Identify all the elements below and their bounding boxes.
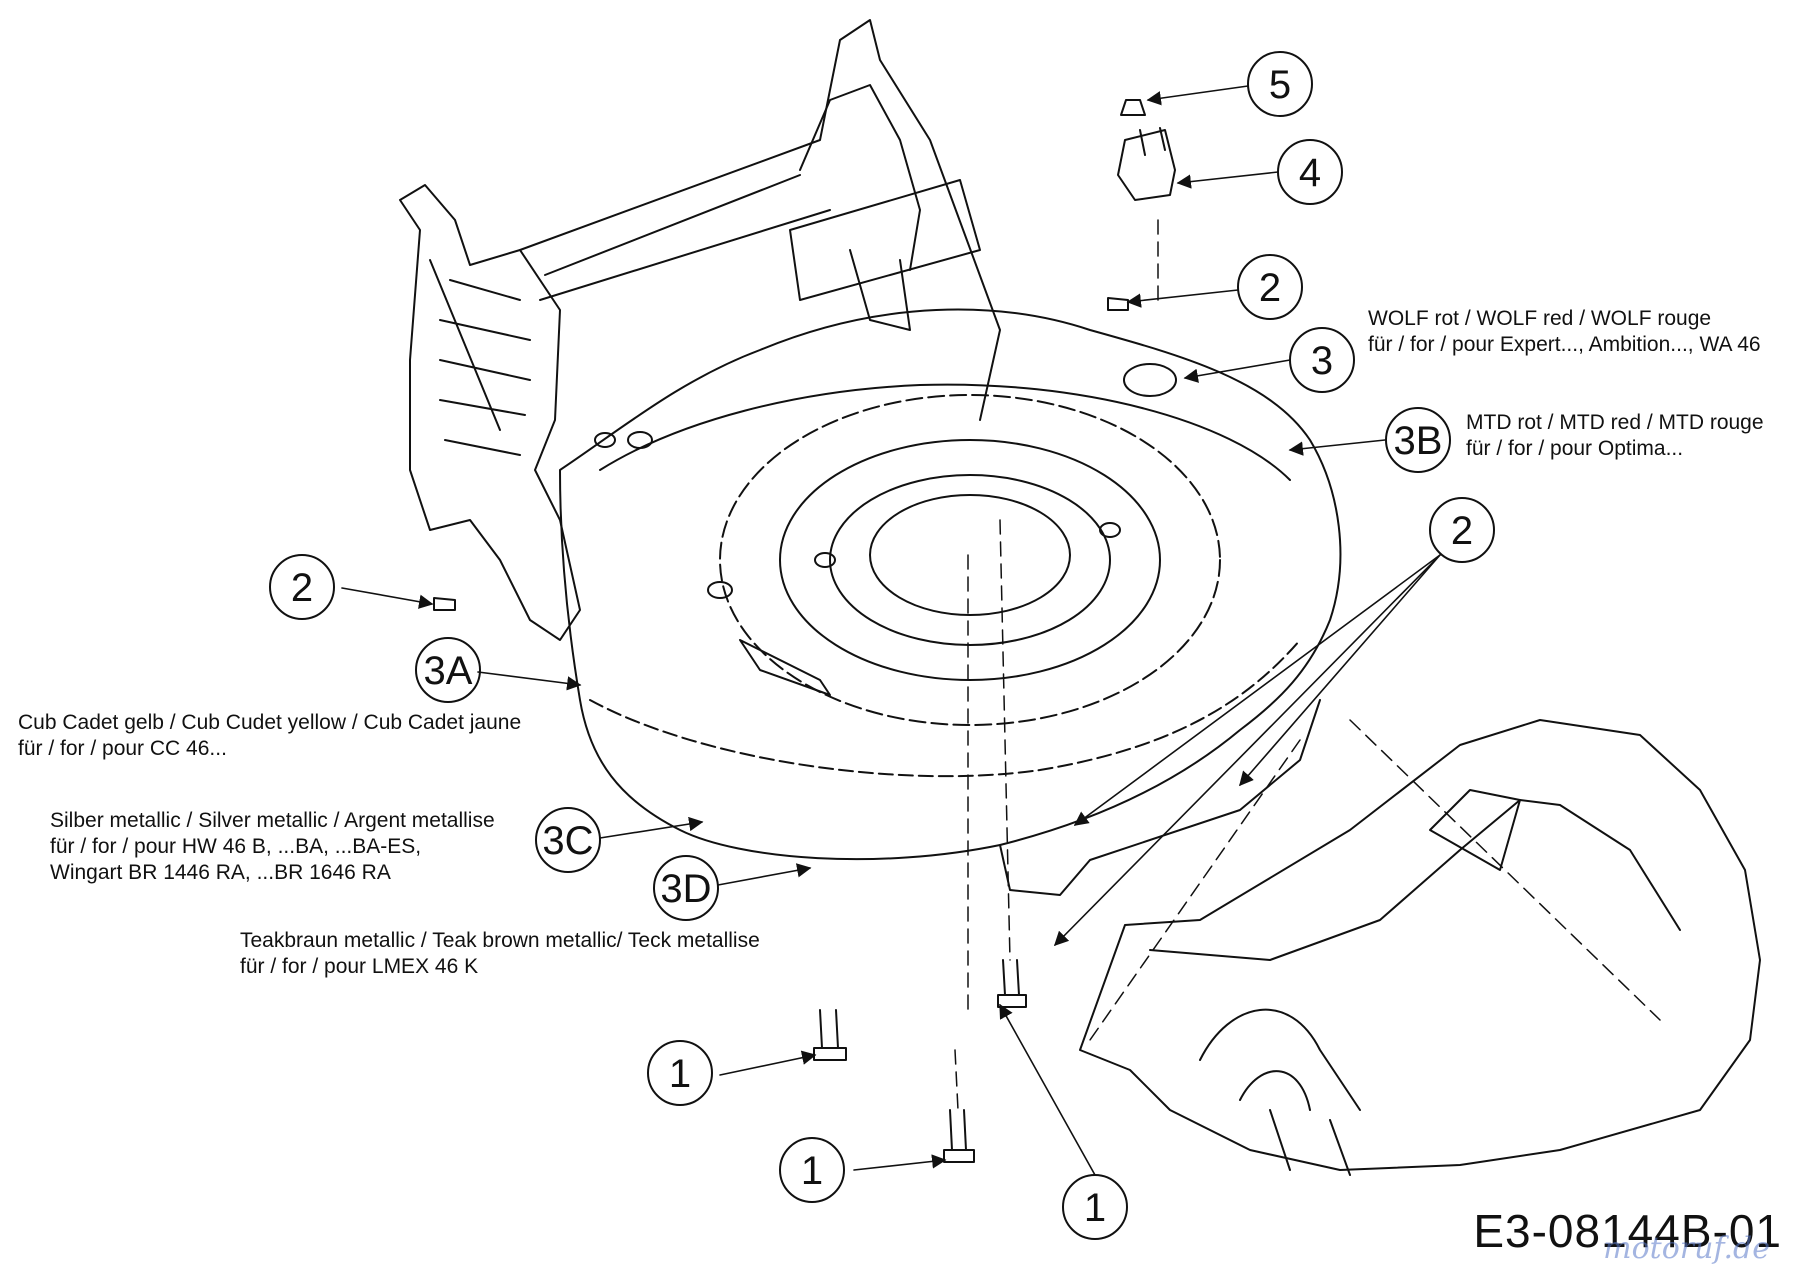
callout-1-bottom: 1: [801, 1149, 823, 1193]
callout-2-right: 2: [1451, 509, 1473, 553]
callout-labels: 5 4 2 3 3B 2 2 3A 3C 3D 1 1 1: [291, 63, 1473, 1230]
callout-3a: 3A: [424, 649, 473, 693]
note-teak-line2: für / for / pour LMEX 46 K: [240, 955, 479, 978]
note-mtd: MTD rot / MTD red / MTD rouge für / for …: [1466, 410, 1764, 462]
note-silver-line1: Silber metallic / Silver metallic / Arge…: [50, 809, 495, 832]
note-cub-line1: Cub Cadet gelb / Cub Cudet yellow / Cub …: [18, 711, 522, 734]
callout-4: 4: [1299, 151, 1321, 195]
note-cub-cadet: Cub Cadet gelb / Cub Cudet yellow / Cub …: [18, 710, 521, 762]
callout-3: 3: [1311, 339, 1333, 383]
note-silver-line2: für / for / pour HW 46 B, ...BA, ...BA-E…: [50, 835, 422, 858]
assembly-lines: [954, 219, 1661, 1111]
callout-1-right: 1: [1084, 1186, 1106, 1230]
drawing-id: E3-08144B-01: [1473, 1205, 1782, 1257]
note-teak: Teakbraun metallic / Teak brown metallic…: [240, 928, 760, 980]
note-silver: Silber metallic / Silver metallic / Arge…: [50, 808, 495, 886]
callout-1-left: 1: [669, 1052, 691, 1096]
leader-lines: [341, 85, 1441, 1176]
note-cub-line2: für / for / pour CC 46...: [18, 737, 227, 760]
note-teak-line1: Teakbraun metallic / Teak brown metallic…: [240, 929, 760, 952]
callout-2-top: 2: [1259, 266, 1281, 310]
callout-3d: 3D: [660, 867, 711, 911]
callout-3c: 3C: [542, 819, 593, 863]
mower-deck: [559, 308, 1342, 896]
watermark-logo: motoruf.de: [1603, 1231, 1770, 1266]
rear-frame: [399, 19, 1001, 641]
callout-2-left: 2: [291, 566, 313, 610]
callout-circles: [269, 51, 1495, 1240]
note-silver-line3: Wingart BR 1446 RA, ...BR 1646 RA: [50, 861, 391, 884]
note-mtd-line1: MTD rot / MTD red / MTD rouge: [1466, 411, 1764, 434]
callout-5: 5: [1269, 63, 1291, 107]
callout-3b: 3B: [1394, 419, 1443, 463]
note-mtd-line2: für / for / pour Optima...: [1466, 437, 1684, 460]
note-wolf: WOLF rot / WOLF red / WOLF rouge für / f…: [1368, 306, 1761, 358]
rear-flap: [1079, 719, 1761, 1176]
note-wolf-line1: WOLF rot / WOLF red / WOLF rouge: [1368, 307, 1712, 330]
note-wolf-line2: für / for / pour Expert..., Ambition...,…: [1368, 333, 1761, 356]
